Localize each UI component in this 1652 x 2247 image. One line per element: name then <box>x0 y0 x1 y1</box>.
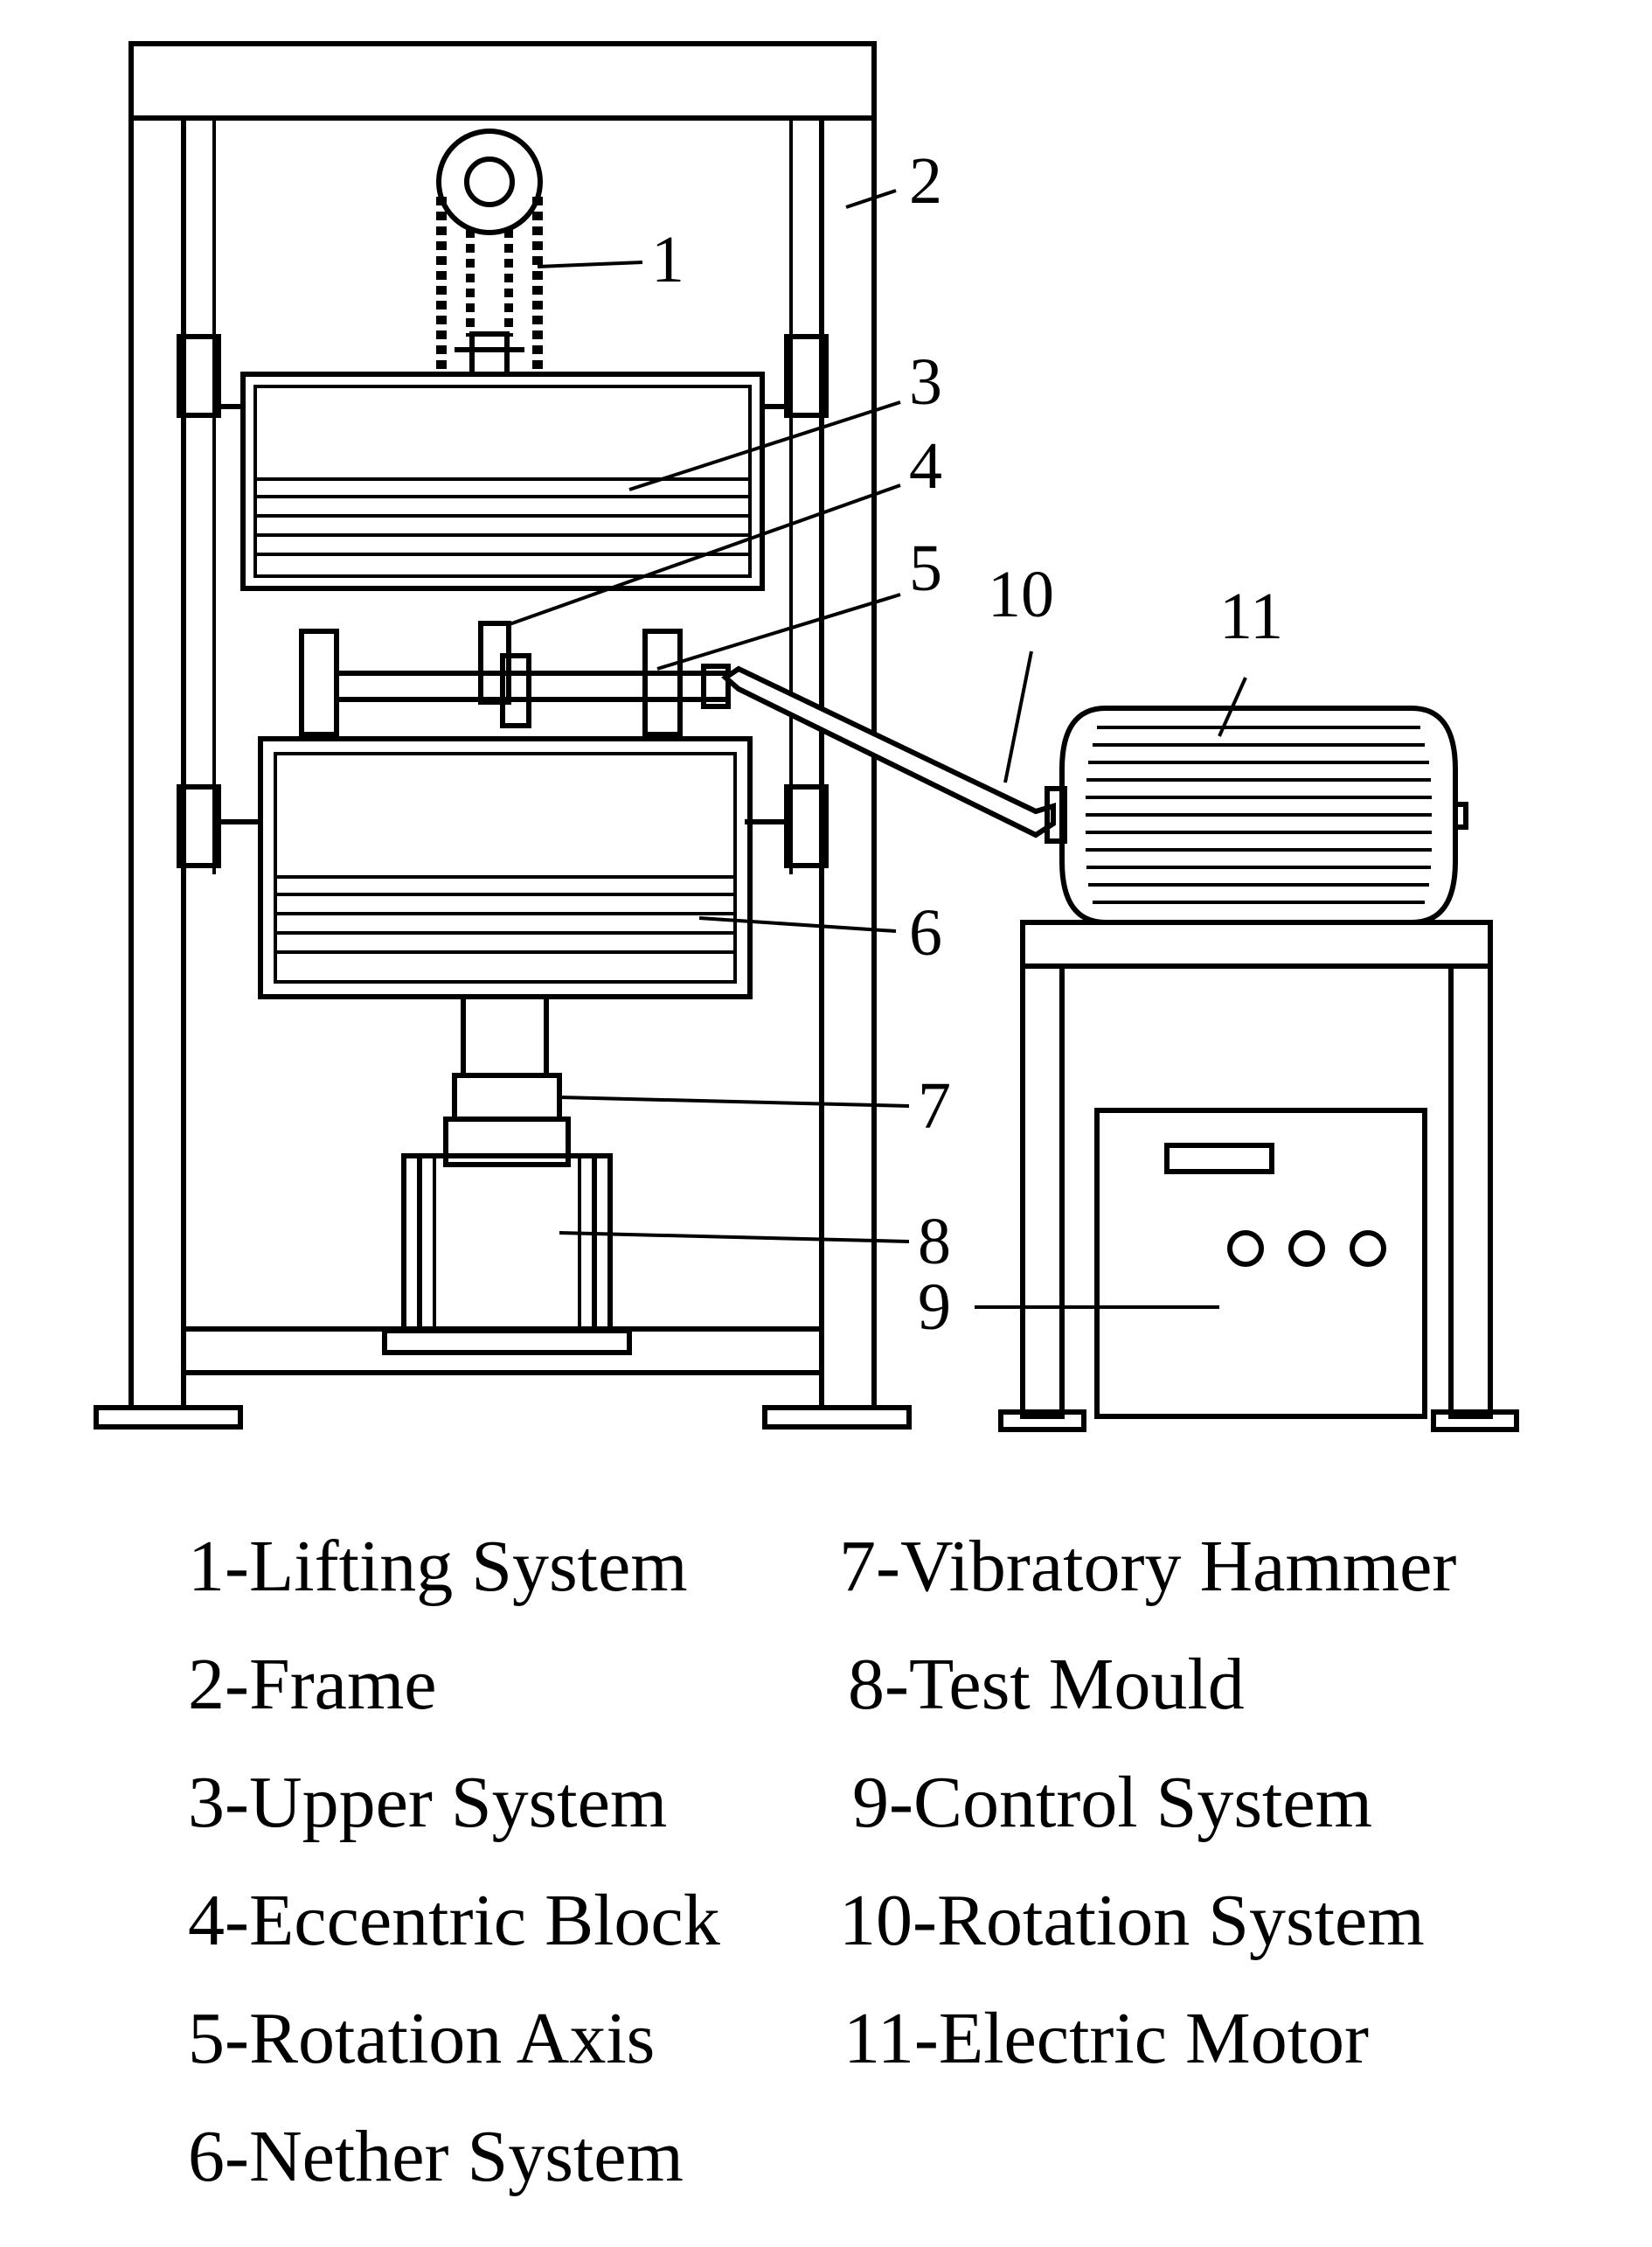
callout-9: 9 <box>918 1270 951 1344</box>
vibration-test-apparatus-diagram: 1 2 3 4 5 10 11 6 7 8 9 <box>94 41 1519 1432</box>
rotation-system <box>721 665 1056 838</box>
rotation-axis-assembly <box>299 621 731 737</box>
legend-item-frame: 2-Frame <box>188 1644 437 1725</box>
leader-lines <box>506 189 1247 1309</box>
eccentric-block <box>478 621 511 705</box>
callout-11: 11 <box>1219 580 1283 653</box>
vibratory-hammer <box>443 994 571 1167</box>
callout-1: 1 <box>651 223 684 296</box>
legend-item-rotation-axis: 5-Rotation Axis <box>188 1998 656 2079</box>
display-slot <box>1164 1143 1274 1174</box>
callout-10: 10 <box>988 558 1054 631</box>
control-knob <box>1227 1230 1264 1267</box>
control-knob <box>1350 1230 1386 1267</box>
callout-3: 3 <box>909 345 942 419</box>
frame <box>94 41 912 1430</box>
legend-item-upper-system: 3-Upper System <box>188 1762 668 1843</box>
legend-item-vibratory-hammer: 7-Vibratory Hammer <box>839 1526 1457 1607</box>
callout-5: 5 <box>909 532 942 605</box>
electric-motor <box>1045 706 1468 925</box>
control-system <box>1094 1108 1427 1419</box>
legend-item-rotation-system: 10-Rotation System <box>839 1880 1425 1961</box>
callout-4: 4 <box>909 429 942 503</box>
legend-item-electric-motor: 11-Electric Motor <box>843 1998 1370 2079</box>
legend-item-eccentric-block: 4-Eccentric Block <box>188 1880 720 1961</box>
legend-item-nether-system: 6-Nether System <box>188 2116 684 2197</box>
callout-numbers: 1 2 3 4 5 10 11 6 7 8 9 <box>651 144 1283 1344</box>
legend: 1-Lifting System 2-Frame 3-Upper System … <box>0 1486 1652 2247</box>
nether-system <box>258 736 753 999</box>
lifting-system <box>436 129 543 377</box>
callout-7: 7 <box>918 1069 951 1143</box>
motor-stand <box>998 920 1519 1432</box>
callout-6: 6 <box>909 896 942 970</box>
callout-8: 8 <box>918 1205 951 1278</box>
legend-item-control-system: 9-Control System <box>852 1762 1373 1843</box>
callout-2: 2 <box>909 144 942 218</box>
legend-item-lifting-system: 1-Lifting System <box>188 1526 688 1607</box>
legend-item-test-mould: 8-Test Mould <box>848 1644 1245 1725</box>
upper-system <box>217 372 788 824</box>
test-mould <box>382 1153 632 1355</box>
control-knob <box>1288 1230 1325 1267</box>
